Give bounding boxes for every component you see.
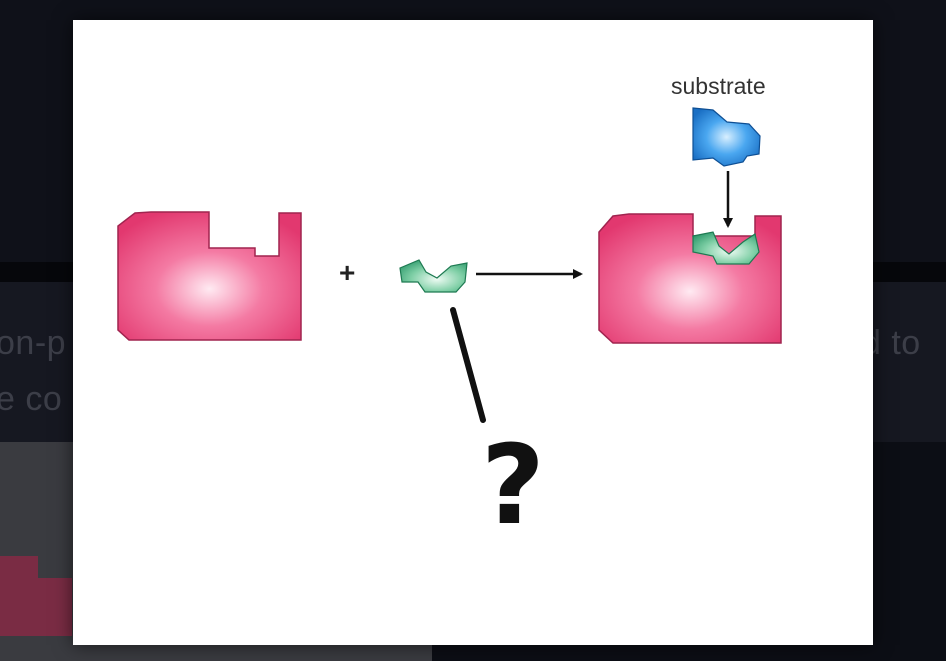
question-pointer-line-icon bbox=[450, 307, 486, 423]
substrate-icon bbox=[692, 107, 761, 167]
background-thumbnail-enzyme-icon bbox=[0, 556, 72, 636]
background-text-fragment: e co bbox=[0, 380, 63, 418]
enzyme-inhibited-icon bbox=[598, 213, 782, 344]
plus-sign: + bbox=[339, 257, 356, 288]
enzyme-inhibition-diagram bbox=[117, 107, 782, 423]
enzyme-icon bbox=[117, 211, 302, 341]
question-mark: ? bbox=[481, 421, 545, 549]
background-text-fragment: on-p bbox=[0, 324, 67, 362]
substrate-label: substrate bbox=[671, 73, 766, 99]
inhibitor-icon bbox=[399, 259, 468, 293]
image-lightbox[interactable]: substrate + ? bbox=[73, 20, 873, 645]
